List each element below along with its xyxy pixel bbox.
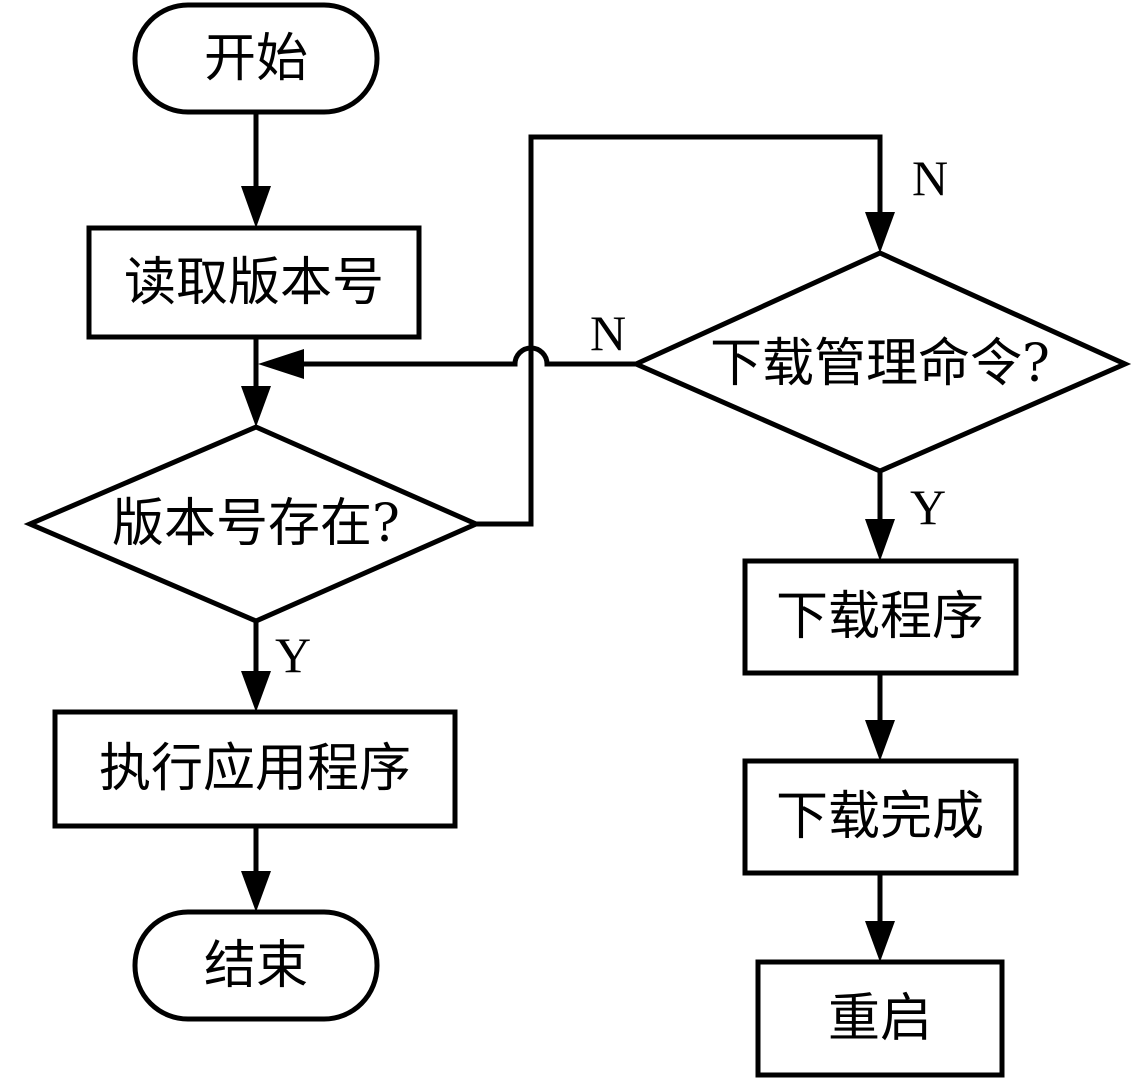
arrowhead-icon: [241, 871, 271, 912]
arrowhead-icon: [258, 349, 304, 379]
edge-version-exists-no: [476, 134, 883, 527]
arrowhead-icon: [241, 186, 271, 228]
end-label: 结束: [204, 936, 308, 996]
arrowhead-icon: [865, 720, 895, 761]
version-exists-no-label: N: [590, 305, 626, 361]
edge-download-cmd-no: [300, 345, 636, 367]
download-program-box: [742, 558, 1019, 676]
restart-box: [755, 959, 1005, 1078]
version-exists-decision: [23, 424, 483, 624]
start-terminal: [132, 2, 380, 115]
download-program-label: 下载程序: [776, 587, 984, 647]
download-cmd-label: 下载管理命令?: [710, 334, 1050, 394]
version-exists-yes-label: Y: [275, 627, 311, 683]
arrowhead-icon: [865, 519, 895, 561]
start-label: 开始: [204, 29, 308, 89]
end-terminal: [132, 909, 380, 1022]
download-done-label: 下载完成: [776, 787, 984, 847]
read-version-box: [86, 225, 422, 340]
read-version-label: 读取版本号: [124, 253, 384, 313]
download-cmd-no-label: N: [912, 150, 948, 206]
arrowhead-icon: [865, 921, 895, 962]
download-done-box: [742, 758, 1019, 876]
download-cmd-yes-label: Y: [910, 479, 946, 535]
arrowhead-icon: [241, 671, 271, 712]
version-exists-label: 版本号存在?: [112, 494, 400, 554]
download-cmd-decision: [629, 250, 1132, 474]
run-app-box: [52, 709, 458, 829]
arrowhead-icon: [865, 212, 895, 253]
restart-label: 重启: [828, 989, 932, 1049]
arrowhead-icon: [241, 386, 271, 427]
run-app-label: 执行应用程序: [99, 739, 411, 799]
